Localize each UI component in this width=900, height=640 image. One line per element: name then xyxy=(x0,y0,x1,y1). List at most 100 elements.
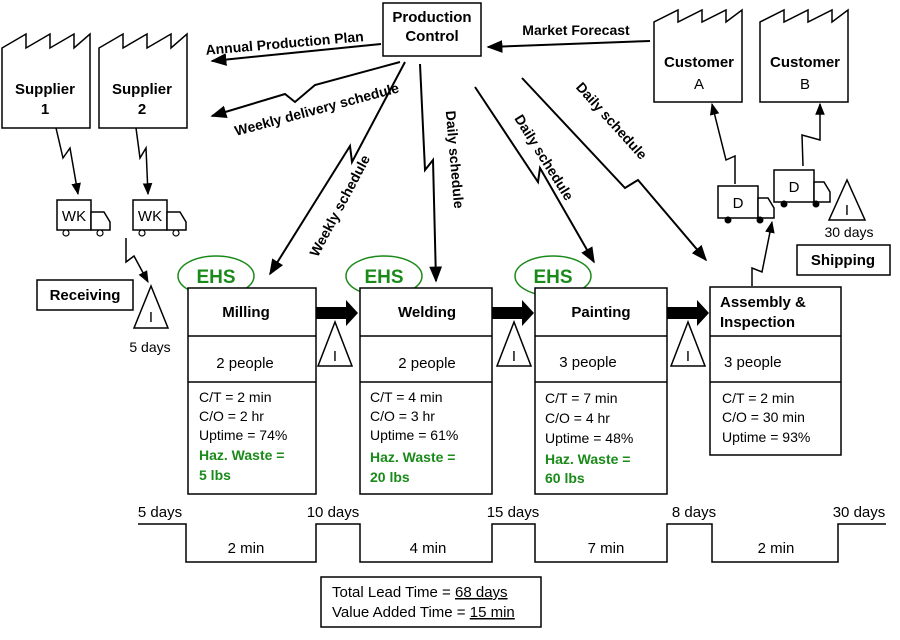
customer-a-delivery-arrow xyxy=(709,102,736,184)
supplier-1-label-1: Supplier xyxy=(15,81,75,98)
timeline-ladder xyxy=(138,523,886,563)
customer-b-label-2: B xyxy=(800,76,810,93)
wait-time-3: 15 days xyxy=(487,504,540,521)
weekly-schedule-label: Weekly schedule xyxy=(306,152,373,259)
customer-b-delivery-arrow xyxy=(801,102,825,167)
painting-waste-value: 60 lbs xyxy=(545,470,585,486)
welding-co: C/O = 3 hr xyxy=(370,408,435,424)
lead-time-summary: Total Lead Time = 68 days Value Added Ti… xyxy=(320,576,542,628)
customer-a-truck-label: D xyxy=(733,195,744,212)
market-forecast-arrow xyxy=(486,40,651,53)
inventory-icon-welding-painting: I xyxy=(495,319,533,367)
process-time-4: 2 min xyxy=(758,540,795,557)
shipping-days: 30 days xyxy=(824,224,873,240)
milling-co: C/O = 2 hr xyxy=(199,408,264,424)
weekly-delivery-label: Weekly delivery schedule xyxy=(233,79,401,138)
supplier-2-factory: Supplier 2 xyxy=(98,32,188,129)
value-added-time-value: 15 min xyxy=(470,604,515,621)
supplier-1-truck-icon: WK xyxy=(56,199,111,237)
process-welding: Welding 2 people C/T = 4 min C/O = 3 hr … xyxy=(359,287,493,495)
receiving-box: Receiving xyxy=(36,279,134,311)
customer-a-truck-icon: D xyxy=(717,185,775,224)
customer-a-factory: Customer A xyxy=(653,8,743,103)
process-time-2: 4 min xyxy=(410,540,447,557)
process-painting: Painting 3 people C/T = 7 min C/O = 4 hr… xyxy=(534,287,668,495)
assembly-uptime: Uptime = 93% xyxy=(722,429,810,445)
assembly-people: 3 people xyxy=(724,354,782,371)
inventory-icon-painting-assembly: I xyxy=(669,319,707,367)
receiving-inventory-icon: I xyxy=(132,284,170,329)
process-time-1: 2 min xyxy=(228,540,265,557)
supplier-2-shipment-arrow xyxy=(135,127,153,196)
shipping-inventory-icon: I xyxy=(827,178,867,221)
market-forecast-label: Market Forecast xyxy=(522,22,630,38)
shipping-box: Shipping xyxy=(796,244,891,276)
production-control-box: Production Control xyxy=(382,2,482,57)
annual-plan-arrow xyxy=(210,43,382,66)
process-milling: Milling 2 people C/T = 2 min C/O = 2 hr … xyxy=(187,287,317,495)
production-control-label-1: Production xyxy=(392,9,471,26)
customer-a-label-2: A xyxy=(694,76,704,93)
wait-time-1: 5 days xyxy=(138,504,182,521)
supplier-2-label-1: Supplier xyxy=(112,81,172,98)
inventory-symbol-2: I xyxy=(512,348,516,365)
welding-uptime: Uptime = 61% xyxy=(370,427,458,443)
supplier-1-shipment-arrow xyxy=(55,127,81,196)
painting-name: Painting xyxy=(571,304,630,321)
assembly-to-shipping-arrow xyxy=(751,220,775,286)
ehs-label-painting: EHS xyxy=(533,267,572,288)
wait-time-5: 30 days xyxy=(833,504,886,521)
customer-b-truck-icon: D xyxy=(773,169,831,208)
customer-b-label-1: Customer xyxy=(770,54,840,71)
inventory-symbol-1: I xyxy=(333,348,337,365)
painting-people: 3 people xyxy=(559,354,617,371)
painting-ct: C/T = 7 min xyxy=(545,390,618,406)
ehs-label-welding: EHS xyxy=(364,267,403,288)
welding-ct: C/T = 4 min xyxy=(370,389,443,405)
assembly-name-1: Assembly & xyxy=(720,294,806,311)
push-arrow-3 xyxy=(667,300,709,326)
wait-time-2: 10 days xyxy=(307,504,360,521)
total-lead-time-value: 68 days xyxy=(455,584,508,601)
welding-waste-label: Haz. Waste = xyxy=(370,449,455,465)
milling-name: Milling xyxy=(222,304,270,321)
customer-b-truck-label: D xyxy=(789,179,800,196)
weekly-delivery-arrow xyxy=(210,61,401,118)
total-lead-time: Total Lead Time = 68 days xyxy=(332,584,508,601)
customer-a-label-1: Customer xyxy=(664,54,734,71)
supplier-1-factory: Supplier 1 xyxy=(1,32,91,129)
push-arrow-1 xyxy=(316,300,358,326)
assembly-name-2: Inspection xyxy=(720,314,795,331)
process-assembly: Assembly & Inspection 3 people C/T = 2 m… xyxy=(709,286,842,456)
supplier-2-label-2: 2 xyxy=(138,101,146,118)
milling-waste-value: 5 lbs xyxy=(199,467,231,483)
assembly-ct: C/T = 2 min xyxy=(722,390,795,406)
welding-name: Welding xyxy=(398,304,456,321)
push-arrow-2 xyxy=(492,300,534,326)
receiving-inventory-symbol: I xyxy=(149,309,153,326)
supplier-2-truck-label: WK xyxy=(138,208,162,225)
inventory-icon-milling-welding: I xyxy=(316,319,354,367)
process-time-3: 7 min xyxy=(588,540,625,557)
painting-uptime: Uptime = 48% xyxy=(545,430,633,446)
weekly-schedule-arrow xyxy=(269,61,406,276)
daily-schedule-welding-arrow xyxy=(419,63,443,283)
daily-schedule-assembly-label: Daily schedule xyxy=(573,79,651,163)
wait-time-4: 8 days xyxy=(672,504,716,521)
receiving-arrow xyxy=(125,238,149,284)
milling-people: 2 people xyxy=(216,355,274,372)
assembly-co: C/O = 30 min xyxy=(722,409,805,425)
receiving-label: Receiving xyxy=(50,287,121,304)
milling-waste-label: Haz. Waste = xyxy=(199,447,284,463)
customer-b-factory: Customer B xyxy=(759,8,849,103)
supplier-1-label-2: 1 xyxy=(41,101,49,118)
milling-uptime: Uptime = 74% xyxy=(199,427,287,443)
production-control-label-2: Control xyxy=(405,28,458,45)
daily-schedule-painting-arrow xyxy=(474,86,595,264)
painting-co: C/O = 4 hr xyxy=(545,410,610,426)
ehs-label-milling: EHS xyxy=(196,267,235,288)
inventory-symbol-3: I xyxy=(686,348,690,365)
supplier-2-truck-icon: WK xyxy=(132,199,187,237)
daily-schedule-welding-label: Daily schedule xyxy=(443,110,468,209)
